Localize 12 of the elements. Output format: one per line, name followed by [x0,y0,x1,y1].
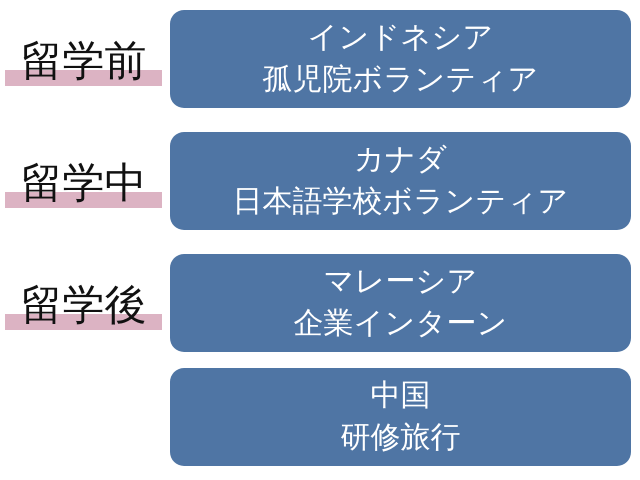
activity-text: 孤児院ボランティア [262,61,538,99]
activity-box [170,368,631,466]
country-text: マレーシア [324,263,478,301]
activity-box [170,254,631,352]
activity-text: 研修旅行 [340,419,460,457]
country-text: インドネシア [308,19,494,57]
activity-box [170,10,631,108]
country-text: 中国 [370,377,430,415]
activity-text: 企業インターン [294,305,508,343]
activity-text: 日本語学校ボランティア [232,183,568,221]
activity-box [170,132,631,230]
country-text: カナダ [354,141,447,179]
